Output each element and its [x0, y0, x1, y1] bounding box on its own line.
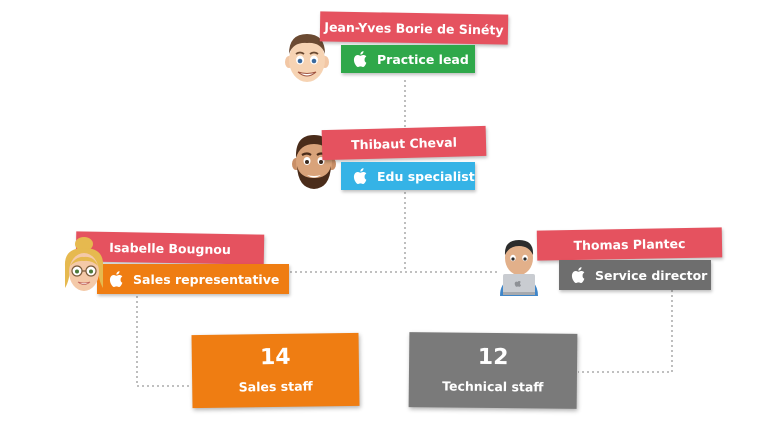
person-name: Thibaut Cheval: [350, 134, 458, 152]
sales-staff-card: 14 Sales staff: [191, 332, 360, 409]
technical-staff-label: Technical staff: [442, 378, 544, 395]
role-label: Sales representative: [133, 271, 280, 287]
apple-icon: [353, 168, 367, 184]
sales-staff-count: 14: [259, 344, 291, 371]
apple-icon: [571, 267, 585, 283]
technical-staff-card: 12 Technical staff: [408, 332, 578, 409]
avatar-man-1-icon: [285, 34, 329, 82]
person-name: Isabelle Bougnou: [109, 239, 231, 257]
role-label: Service director: [595, 267, 708, 283]
name-tag: Jean-Yves Borie de Sinéty: [319, 11, 509, 45]
apple-icon: [353, 51, 367, 67]
name-tag: Thomas Plantec: [536, 227, 723, 261]
person-name: Jean-Yves Borie de Sinéty: [324, 18, 504, 38]
role-label: Edu specialist: [377, 168, 475, 184]
role-label: Practice lead: [377, 51, 469, 67]
connector-sales-to-card: [136, 296, 192, 387]
apple-icon: [109, 271, 123, 287]
person-name: Thomas Plantec: [573, 235, 686, 253]
technical-staff-count: 12: [477, 344, 509, 371]
name-tag: Thibaut Cheval: [321, 125, 487, 161]
role-tag: Service director: [559, 260, 711, 290]
avatar-man-laptop-icon: [500, 240, 538, 296]
role-tag: Edu specialist: [341, 162, 475, 190]
avatar-woman-icon: [64, 237, 104, 291]
role-tag: Sales representative: [97, 264, 289, 294]
role-tag: Practice lead: [341, 45, 475, 73]
connector-service-to-card: [578, 290, 673, 373]
sales-staff-label: Sales staff: [238, 378, 313, 395]
